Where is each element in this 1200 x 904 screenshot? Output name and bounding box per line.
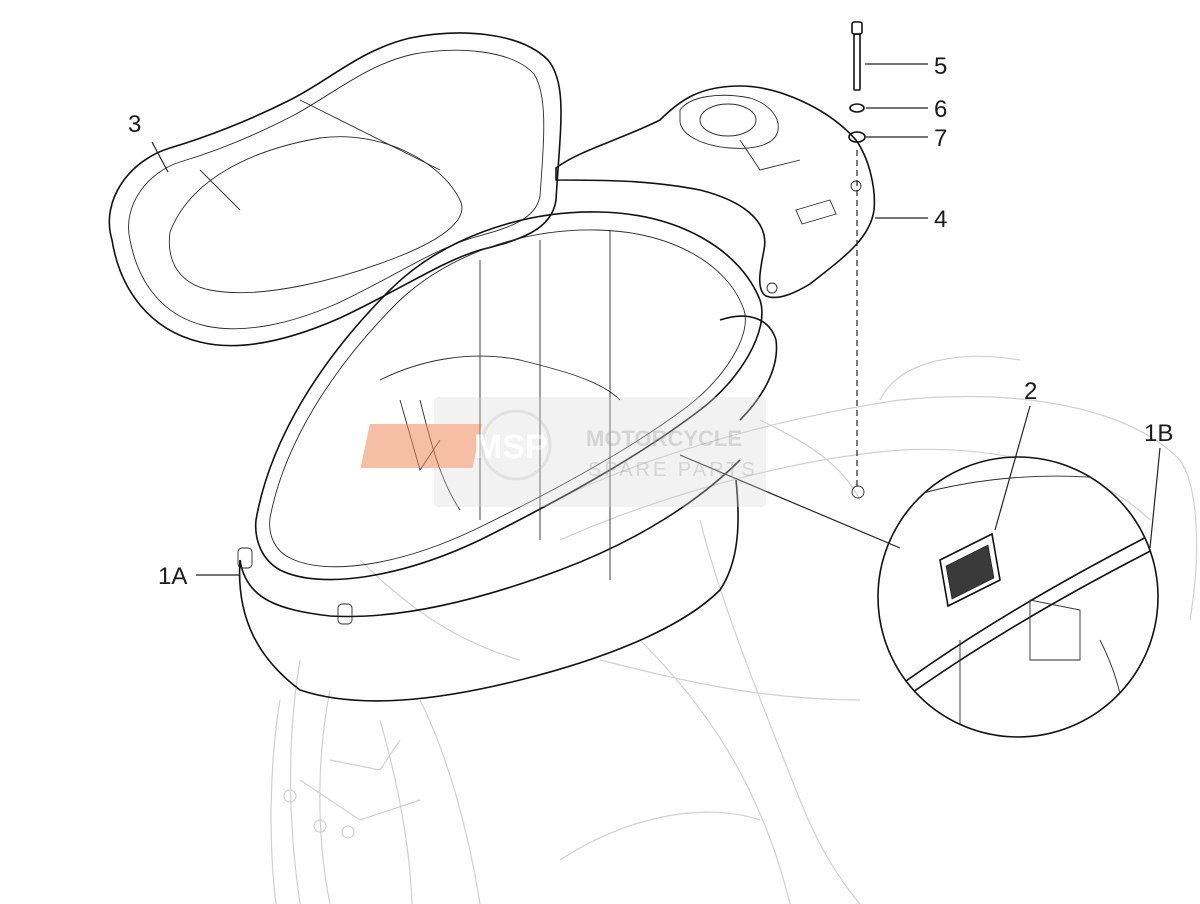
leader-3 — [151, 141, 169, 173]
callout-4: 4 — [934, 206, 947, 233]
watermark-line2: SPARE PARTS — [588, 459, 758, 481]
callout-1a: 1A — [158, 563, 187, 590]
watermark-line1: MOTORCYCLE — [586, 426, 742, 451]
scooter-body-ghost — [270, 355, 1198, 904]
callout-6: 6 — [934, 96, 947, 123]
svg-text:MSP: MSP — [474, 428, 548, 466]
leader-1b — [1149, 447, 1161, 549]
detail-pointer-line — [679, 454, 901, 549]
callout-3: 3 — [128, 111, 141, 138]
leader-2 — [994, 405, 1031, 531]
callout-7: 7 — [934, 125, 947, 152]
part-3-compartment-lid — [108, 32, 562, 347]
part-1a-helmet-compartment — [237, 211, 778, 702]
mount-point — [851, 485, 865, 499]
callout-2: 2 — [1024, 378, 1037, 405]
detail-inset — [877, 456, 1159, 738]
callout-5: 5 — [934, 53, 947, 80]
part-2-label-plate — [939, 532, 1001, 608]
part-5-screw — [851, 21, 863, 91]
part-7-washer — [848, 131, 866, 143]
part-4-bracket — [555, 85, 876, 299]
part-6-washer — [849, 103, 865, 113]
watermark-logo: MSP — [360, 424, 548, 468]
callout-1b: 1B — [1144, 420, 1173, 447]
watermark: MSP MOTORCYCLE SPARE PARTS — [360, 397, 766, 507]
